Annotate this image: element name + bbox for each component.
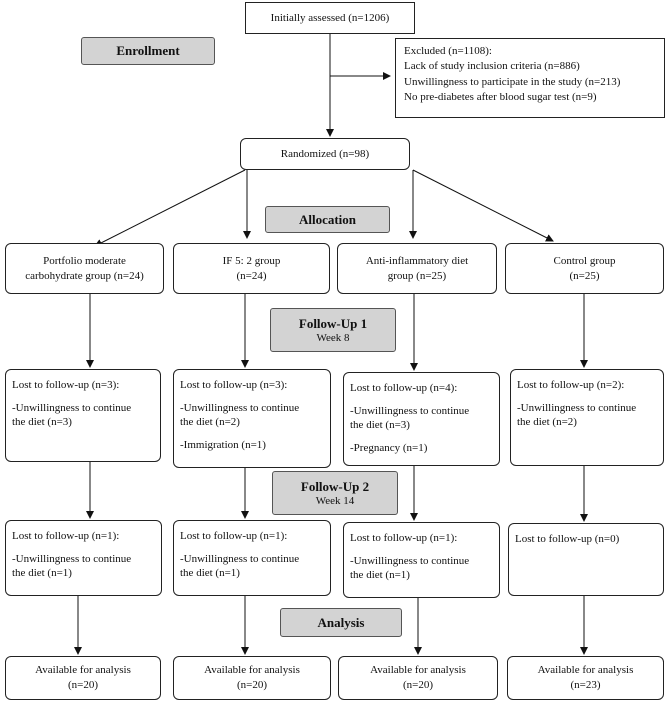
stage-analysis-label: Analysis xyxy=(317,614,365,630)
analysis-label: Available for analysis xyxy=(370,664,466,677)
followup1-box: Lost to follow-up (n=2): -Unwillingness … xyxy=(510,369,664,466)
followup2-box: Lost to follow-up (n=1): -Unwillingness … xyxy=(343,522,500,598)
followup2-reason: the diet (n=1) xyxy=(180,567,240,580)
analysis-label: Available for analysis xyxy=(204,664,300,677)
group-count: group (n=25) xyxy=(387,269,447,282)
group-box: Anti-inflammatory diet group (n=25) xyxy=(337,243,497,294)
stage-followup-1-label: Follow-Up 1 xyxy=(298,316,368,331)
randomized-box: Randomized (n=98) xyxy=(240,138,410,170)
followup1-reason: -Unwillingness to continue xyxy=(12,401,132,414)
followup1-title: Lost to follow-up (n=2): xyxy=(517,379,625,391)
arrow-randomized-to-group-4 xyxy=(412,169,554,242)
stage-followup-2: Follow-Up 2 Week 14 xyxy=(272,471,398,515)
stage-followup-1-week: Week 8 xyxy=(316,332,350,344)
stage-analysis: Analysis xyxy=(280,608,402,637)
followup1-reason: -Immigration (n=1) xyxy=(180,438,266,451)
stage-followup-2-label: Follow-Up 2 xyxy=(300,479,370,494)
stage-enrollment: Enrollment xyxy=(81,37,215,65)
followup1-reason: -Unwillingness to continue xyxy=(350,404,470,417)
group-box: IF 5: 2 group (n=24) xyxy=(173,243,330,294)
analysis-label: Available for analysis xyxy=(35,664,131,677)
analysis-count: (n=20) xyxy=(236,679,268,691)
followup1-reason: the diet (n=2) xyxy=(180,416,240,429)
excluded-title: Excluded (n=1108): xyxy=(404,45,492,57)
group-box: Control group (n=25) xyxy=(505,243,664,294)
analysis-box: Available for analysis (n=20) xyxy=(173,656,331,700)
analysis-count: (n=20) xyxy=(402,679,434,691)
analysis-label: Available for analysis xyxy=(537,664,634,677)
group-label: IF 5: 2 group xyxy=(222,254,281,267)
initial-assessed-box: Initially assessed (n=1206) xyxy=(245,2,415,34)
followup1-title: Lost to follow-up (n=3): xyxy=(180,379,288,391)
analysis-count: (n=23) xyxy=(570,679,601,691)
group-count: (n=24) xyxy=(236,269,267,282)
group-count: (n=25) xyxy=(569,269,600,282)
stage-allocation: Allocation xyxy=(265,206,390,233)
group-label: Portfolio moderate xyxy=(43,254,126,267)
stage-allocation-label: Allocation xyxy=(298,211,357,227)
followup2-title: Lost to follow-up (n=1): xyxy=(350,532,458,544)
followup1-reason: -Pregnancy (n=1) xyxy=(350,441,428,454)
followup2-box: Lost to follow-up (n=1): -Unwillingness … xyxy=(5,520,162,596)
stage-enrollment-label: Enrollment xyxy=(116,43,180,58)
followup2-box: Lost to follow-up (n=0) xyxy=(508,523,664,596)
followup2-title: Lost to follow-up (n=1): xyxy=(12,530,120,542)
followup1-reason: the diet (n=2) xyxy=(517,416,577,429)
followup1-box: Lost to follow-up (n=3): -Unwillingness … xyxy=(173,369,331,468)
randomized-text: Randomized (n=98) xyxy=(280,147,370,160)
initial-assessed-text: Initially assessed (n=1206) xyxy=(270,11,390,24)
stage-followup-1: Follow-Up 1 Week 8 xyxy=(270,308,396,352)
group-label: Anti-inflammatory diet xyxy=(365,254,469,267)
followup1-reason: -Unwillingness to continue xyxy=(180,401,300,414)
followup2-reason: -Unwillingness to continue xyxy=(350,554,470,567)
followup2-reason: -Unwillingness to continue xyxy=(180,552,300,565)
followup2-box: Lost to follow-up (n=1): -Unwillingness … xyxy=(173,520,331,596)
group-count: carbohydrate group (n=24) xyxy=(25,269,144,282)
followup1-title: Lost to follow-up (n=3): xyxy=(12,379,120,391)
excluded-reason: Lack of study inclusion criteria (n=886) xyxy=(404,60,580,73)
group-label: Control group xyxy=(553,254,616,267)
followup1-box: Lost to follow-up (n=3): -Unwillingness … xyxy=(5,369,161,462)
analysis-count: (n=20) xyxy=(67,679,99,691)
excluded-box: Excluded (n=1108): Lack of study inclusi… xyxy=(395,38,665,118)
followup1-reason: the diet (n=3) xyxy=(12,416,72,429)
excluded-reason: No pre-diabetes after blood sugar test (… xyxy=(404,91,597,104)
followup2-reason: the diet (n=1) xyxy=(350,569,410,582)
followup1-box: Lost to follow-up (n=4): -Unwillingness … xyxy=(343,372,500,466)
excluded-reason: Unwillingness to participate in the stud… xyxy=(404,75,621,88)
analysis-box: Available for analysis (n=20) xyxy=(5,656,161,700)
followup1-title: Lost to follow-up (n=4): xyxy=(350,382,458,394)
analysis-box: Available for analysis (n=23) xyxy=(507,656,664,700)
group-box: Portfolio moderate carbohydrate group (n… xyxy=(5,243,164,294)
followup2-reason: -Unwillingness to continue xyxy=(12,552,132,565)
stage-followup-2-week: Week 14 xyxy=(315,495,355,507)
arrow-randomized-to-group-1 xyxy=(94,169,246,247)
followup1-reason: -Unwillingness to continue xyxy=(517,401,637,414)
followup1-reason: the diet (n=3) xyxy=(350,419,410,432)
followup2-title: Lost to follow-up (n=1): xyxy=(180,530,288,542)
followup2-title: Lost to follow-up (n=0) xyxy=(515,533,620,545)
followup2-reason: the diet (n=1) xyxy=(12,567,72,580)
analysis-box: Available for analysis (n=20) xyxy=(338,656,498,700)
